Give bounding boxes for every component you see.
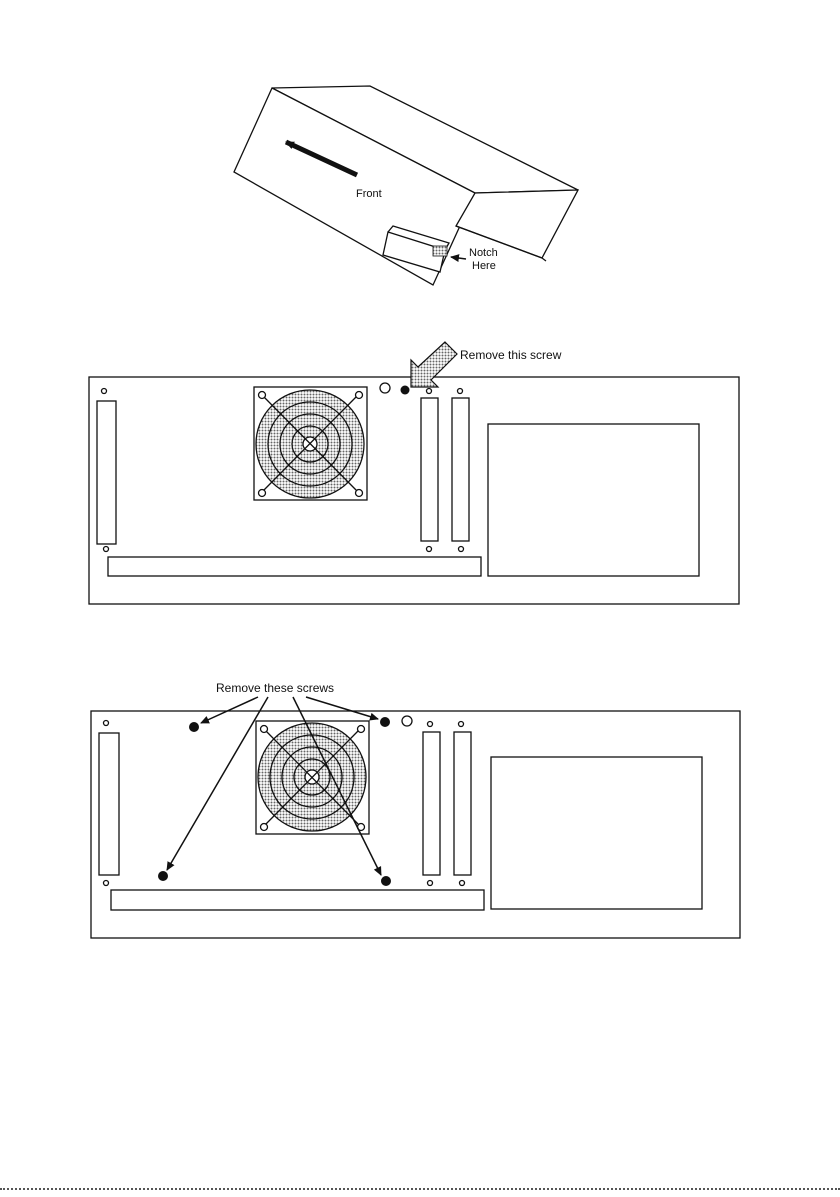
target-screw	[158, 871, 168, 881]
rear-panel-outline	[89, 377, 739, 604]
target-screw	[380, 717, 390, 727]
remove-this-screw-label: Remove this screw	[460, 348, 562, 362]
notch-label-line1: Notch	[469, 247, 498, 259]
fan-mount-hole	[261, 726, 268, 733]
fan-mount-hole	[356, 392, 363, 399]
fan-mount-hole	[261, 824, 268, 831]
target-screw	[401, 386, 410, 395]
remove-these-screws-label: Remove these screws	[216, 681, 334, 695]
fan-mount-hole	[356, 490, 363, 497]
chassis-box-figure	[234, 86, 578, 285]
fan-mount-hole	[259, 490, 266, 497]
fan-mount-hole	[259, 392, 266, 399]
notch-pointer-arrow	[451, 257, 466, 259]
front-label: Front	[356, 188, 382, 200]
fan-mount-hole	[358, 726, 365, 733]
notch-label-line2: Here	[472, 260, 496, 272]
box-side-bottom-edge	[542, 258, 546, 261]
page-bottom-edge	[0, 1188, 840, 1192]
rear-panel-figure-2	[91, 711, 740, 938]
target-screw	[189, 722, 199, 732]
rear-panel-figure-1	[89, 377, 739, 604]
notch-mark	[433, 246, 447, 256]
rear-panel-outline	[91, 711, 740, 938]
target-screw	[381, 876, 391, 886]
